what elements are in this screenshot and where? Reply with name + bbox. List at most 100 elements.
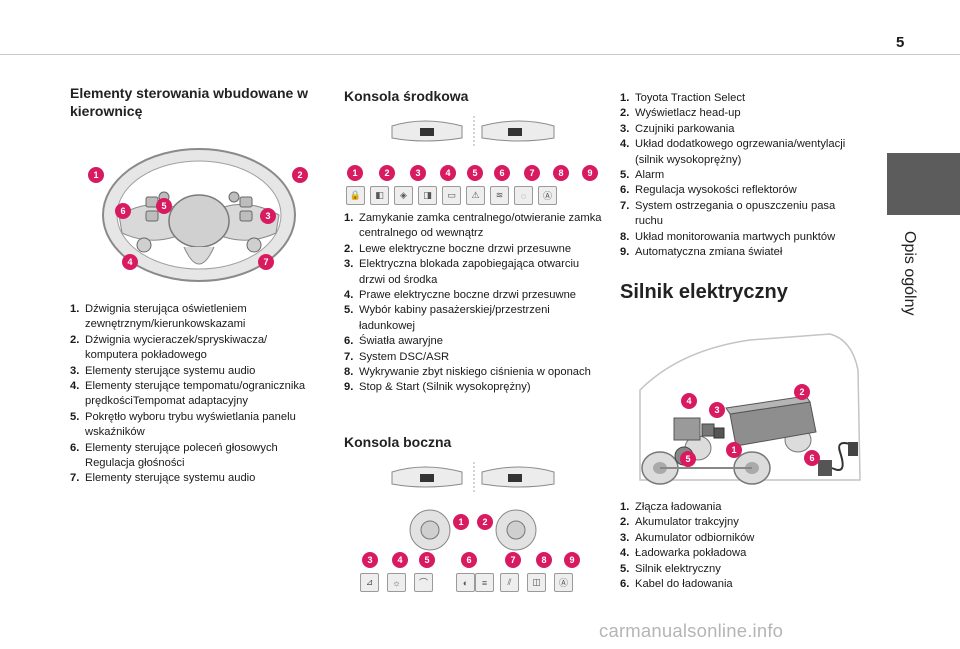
list-item: 6.Elementy sterujące poleceń głosowych R…	[70, 441, 278, 470]
side-badge-8: 8	[536, 552, 552, 568]
motor-badge-1: 1	[726, 442, 742, 458]
page-number: 5	[896, 34, 905, 51]
list-item: 3.Elektryczna blokada zapobiegająca otwa…	[344, 258, 580, 286]
list-item: 6.Światła awaryjne	[344, 335, 443, 348]
list-item: 3.Czujniki parkowania	[620, 122, 735, 135]
center-console-illustration: 1 2 3 4 5 6 7 8 9 🔒 ◧ ◈ ◨ ▭ ⚠ ≋ ◌ Ⓐ	[344, 112, 604, 212]
right-console-list: 1.Toyota Traction Select 2.Wyświetlacz h…	[620, 91, 865, 260]
side-badge-4: 4	[392, 552, 408, 568]
list-item: 4.Ładowarka pokładowa	[620, 547, 747, 560]
drive-mode-dial-icon	[409, 509, 451, 551]
steering-badge-7: 7	[258, 254, 274, 270]
dashboard-icon	[391, 462, 555, 494]
side-badge-2: 2	[477, 514, 493, 530]
list-item: 7.System ostrzegania o opuszczeniu pasa …	[620, 199, 836, 228]
list-item: 9.Automatyczna zmiana świateł	[620, 246, 783, 259]
list-item: 4.Prawe elektryczne boczne drzwi przesuw…	[344, 289, 577, 302]
lock-icon: 🔒	[346, 186, 365, 205]
steering-wheel-icon	[102, 148, 296, 282]
list-item: 5.Wybór kabiny pasażerskiej/przestrzeni …	[344, 304, 550, 332]
child-lock-icon: ◈	[394, 186, 413, 205]
list-item: 1.Dźwignia sterująca oświetleniem zewnęt…	[70, 303, 247, 331]
electric-motor-illustration: 1 2 3 4 5 6	[620, 320, 870, 500]
top-rule	[0, 54, 960, 55]
motor-badge-6: 6	[804, 450, 820, 466]
list-item: 1.Zamykanie zamka centralnego/otwieranie…	[344, 212, 602, 240]
side-badge-3: 3	[362, 552, 378, 568]
watermark: carmanualsonline.info	[599, 620, 784, 641]
electric-van-icon	[639, 333, 861, 485]
list-item: 8.Wykrywanie zbyt niskiego ciśnienia w o…	[344, 366, 591, 379]
auto-high-beam-icon: Ⓐ	[554, 573, 573, 592]
list-item: 5.Alarm	[620, 169, 665, 182]
left-sliding-door-icon: ◧	[370, 186, 389, 205]
motor-badge-4: 4	[681, 393, 697, 409]
side-badge-6: 6	[461, 552, 477, 568]
section-tab-label: Opis ogólny	[901, 230, 918, 316]
list-item: 9.Stop & Start (Silnik wysokoprężny)	[344, 381, 531, 394]
section-tab	[887, 153, 960, 215]
electric-motor-title: Silnik elektryczny	[620, 281, 788, 303]
steering-badge-3: 3	[260, 208, 276, 224]
center-badge-3: 3	[410, 165, 426, 181]
center-console-title: Konsola środkowa	[344, 88, 469, 104]
steering-title: Elementy sterowania wbudowane w kierowni…	[70, 85, 309, 119]
center-badge-1: 1	[347, 165, 363, 181]
steering-list: 1.Dźwignia sterująca oświetleniem zewnęt…	[70, 302, 320, 487]
list-item: 6.Regulacja wysokości reflektorów	[620, 184, 797, 197]
parking-sensor-icon: ⊿	[360, 573, 379, 592]
list-item: 1.Złącza ładowania	[620, 501, 722, 513]
side-console-illustration: 1 2 3 4 5 6 7 8 9 ⊿ ☼ ⌒ ◐ ≡ ⫽ ◫ Ⓐ	[344, 458, 604, 603]
list-item: 5.Silnik elektryczny	[620, 562, 721, 575]
stop-start-icon: Ⓐ	[538, 186, 557, 205]
tire-pressure-icon: ◌	[514, 186, 533, 205]
hazard-icon: ⚠	[466, 186, 485, 205]
center-badge-4: 4	[440, 165, 456, 181]
steering-badge-4: 4	[122, 254, 138, 270]
right-sliding-door-icon: ◨	[418, 186, 437, 205]
center-badge-6: 6	[494, 165, 510, 181]
steering-badge-6: 6	[115, 203, 131, 219]
cabin-select-icon: ▭	[442, 186, 461, 205]
center-badge-5: 5	[467, 165, 483, 181]
dsc-icon: ≋	[490, 186, 509, 205]
lane-departure-icon: ⫽	[500, 573, 519, 592]
steering-badge-1: 1	[88, 167, 104, 183]
list-item: 2.Wyświetlacz head-up	[620, 107, 741, 120]
list-item: 4.Układ dodatkowego ogrzewania/wentylacj…	[620, 138, 846, 166]
center-console-list: 1.Zamykanie zamka centralnego/otwieranie…	[344, 211, 606, 396]
side-badge-5: 5	[419, 552, 435, 568]
list-item: 2.Dźwignia wycieraczek/spryskiwacza/ kom…	[70, 333, 268, 362]
steering-wheel-illustration: 1 2 3 4 5 6 7	[88, 141, 310, 287]
hud-control-icon	[495, 509, 537, 551]
center-badge-8: 8	[553, 165, 569, 181]
list-item: 4.Elementy sterujące tempomatu/ograniczn…	[70, 380, 306, 408]
alarm-icon: ⌒	[414, 573, 433, 592]
list-item: 3.Akumulator odbiorników	[620, 531, 755, 544]
motor-badge-3: 3	[709, 402, 725, 418]
list-item: 5.Pokrętło wyboru trybu wyświetlania pan…	[70, 410, 296, 439]
list-item: 2.Akumulator trakcyjny	[620, 516, 739, 529]
heater-icon: ☼	[387, 573, 406, 592]
steering-badge-2: 2	[292, 167, 308, 183]
side-badge-9: 9	[564, 552, 580, 568]
side-badge-1: 1	[453, 514, 469, 530]
list-item: 8.Układ monitorowania martwych punktów	[620, 230, 836, 243]
list-item: 3.Elementy sterujące systemu audio	[70, 364, 256, 377]
dashboard-icon	[391, 116, 555, 148]
electric-motor-list: 1.Złącza ładowania 2.Akumulator trakcyjn…	[620, 500, 865, 592]
center-badge-2: 2	[379, 165, 395, 181]
list-item: 7.Elementy sterujące systemu audio	[70, 472, 256, 485]
side-badge-7: 7	[505, 552, 521, 568]
center-badge-9: 9	[582, 165, 598, 181]
side-console-title: Konsola boczna	[344, 434, 452, 450]
list-item: 1.Toyota Traction Select	[620, 92, 746, 104]
motor-badge-2: 2	[794, 384, 810, 400]
steering-badge-5: 5	[156, 198, 172, 214]
list-item: 7.System DSC/ASR	[344, 350, 450, 363]
headlamp-level-icon: ◐	[456, 573, 475, 592]
list-item: 2.Lewe elektryczne boczne drzwi przesuwn…	[344, 242, 572, 255]
center-badge-7: 7	[524, 165, 540, 181]
list-item: 6.Kabel do ładowania	[620, 578, 733, 591]
steering-section: Elementy sterowania wbudowane w kierowni…	[70, 84, 320, 120]
